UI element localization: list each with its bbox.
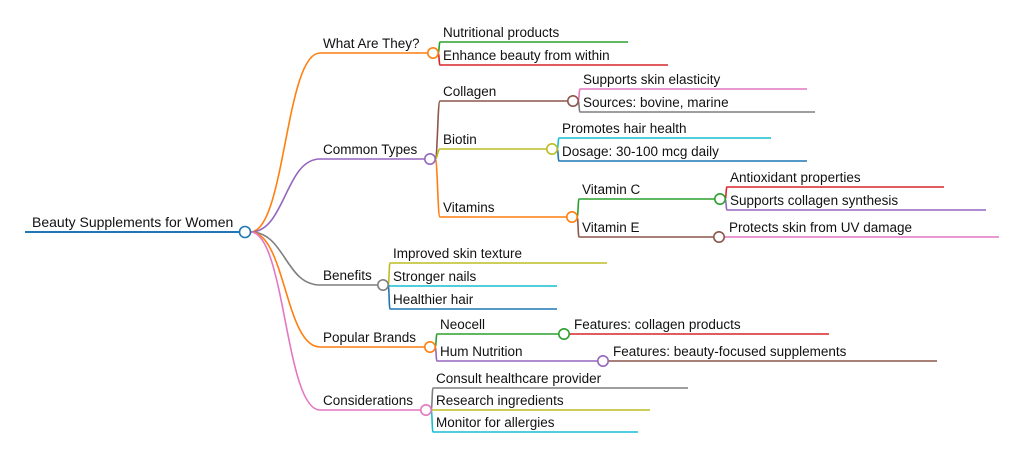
node-label-what-are-they: What Are They? (323, 36, 420, 51)
node-label-vitamins: Vitamins (443, 200, 495, 215)
node-label-stronger-nails: Stronger nails (393, 269, 477, 284)
node-circle-benefits[interactable] (376, 278, 389, 291)
edge-to-vitamins (434, 158, 441, 218)
node-circle-considerations[interactable] (419, 403, 432, 416)
node-label-improved-skin-texture: Improved skin texture (393, 246, 522, 261)
node-circle-root[interactable] (238, 225, 252, 239)
mind-map-underlines (25, 41, 999, 433)
edge-to-monitor-for-allergies (430, 409, 434, 433)
node-label-dosage-30-100-mcg-daily: Dosage: 30-100 mcg daily (562, 144, 719, 159)
node-label-research-ingredients: Research ingredients (436, 393, 564, 408)
node-label-vitamin-e: Vitamin E (582, 220, 640, 235)
node-label-monitor-for-allergies: Monitor for allergies (436, 415, 555, 430)
root-label: Beauty Supplements for Women (32, 214, 233, 230)
node-label-sources-bovine-marine: Sources: bovine, marine (583, 95, 729, 110)
node-label-enhance-beauty-from-within: Enhance beauty from within (443, 48, 610, 63)
mind-map-labels: Beauty Supplements for Women What Are The… (32, 25, 912, 430)
edge-to-improved-skin-texture (387, 262, 391, 286)
edge-to-benefits (250, 231, 321, 286)
node-label-features-collagen-products: Features: collagen products (574, 317, 741, 332)
edge-to-vitamin-c (576, 198, 580, 218)
node-circle-vitamin-c[interactable] (713, 193, 726, 206)
node-label-antioxidant-properties: Antioxidant properties (730, 170, 861, 185)
node-label-neocell: Neocell (440, 317, 485, 332)
node-label-biotin: Biotin (443, 132, 477, 147)
edge-to-what-are-they (250, 52, 321, 233)
node-label-popular-brands: Popular Brands (323, 330, 416, 345)
edge-to-healthier-hair (387, 284, 391, 310)
edge-to-consult-healthcare-provider (430, 387, 434, 411)
node-label-collagen: Collagen (443, 84, 496, 99)
node-circle-vitamins[interactable] (565, 211, 578, 224)
mind-map-nodes (238, 46, 726, 416)
node-circle-hum-nutrition[interactable] (596, 354, 609, 367)
edge-to-common-types (250, 158, 321, 233)
edge-to-popular-brands (250, 231, 321, 348)
node-label-promotes-hair-health: Promotes hair health (562, 121, 687, 136)
node-label-supports-collagen-synthesis: Supports collagen synthesis (730, 193, 898, 208)
node-circle-what-are-they[interactable] (426, 46, 439, 59)
node-circle-vitamin-e[interactable] (712, 231, 725, 244)
node-label-hum-nutrition: Hum Nutrition (440, 344, 523, 359)
node-label-healthier-hair: Healthier hair (393, 292, 474, 307)
node-label-protects-skin-from-uv-damage: Protects skin from UV damage (729, 220, 912, 235)
node-circle-neocell[interactable] (557, 327, 570, 340)
node-circle-common-types[interactable] (423, 153, 436, 166)
node-circle-collagen[interactable] (566, 95, 579, 108)
node-circle-biotin[interactable] (545, 143, 558, 156)
node-label-nutritional-products: Nutritional products (443, 25, 560, 40)
edge-to-considerations (250, 231, 321, 411)
node-label-common-types: Common Types (323, 142, 418, 157)
node-label-considerations: Considerations (323, 393, 413, 408)
node-label-benefits: Benefits (323, 268, 372, 283)
node-circle-popular-brands[interactable] (423, 340, 436, 353)
node-label-consult-healthcare-provider: Consult healthcare provider (436, 371, 602, 386)
node-label-features-beauty-focused-supplements: Features: beauty-focused supplements (613, 344, 847, 359)
node-label-vitamin-c: Vitamin C (582, 182, 641, 197)
node-label-supports-skin-elasticity: Supports skin elasticity (583, 72, 721, 87)
edge-to-vitamin-e (576, 216, 580, 238)
